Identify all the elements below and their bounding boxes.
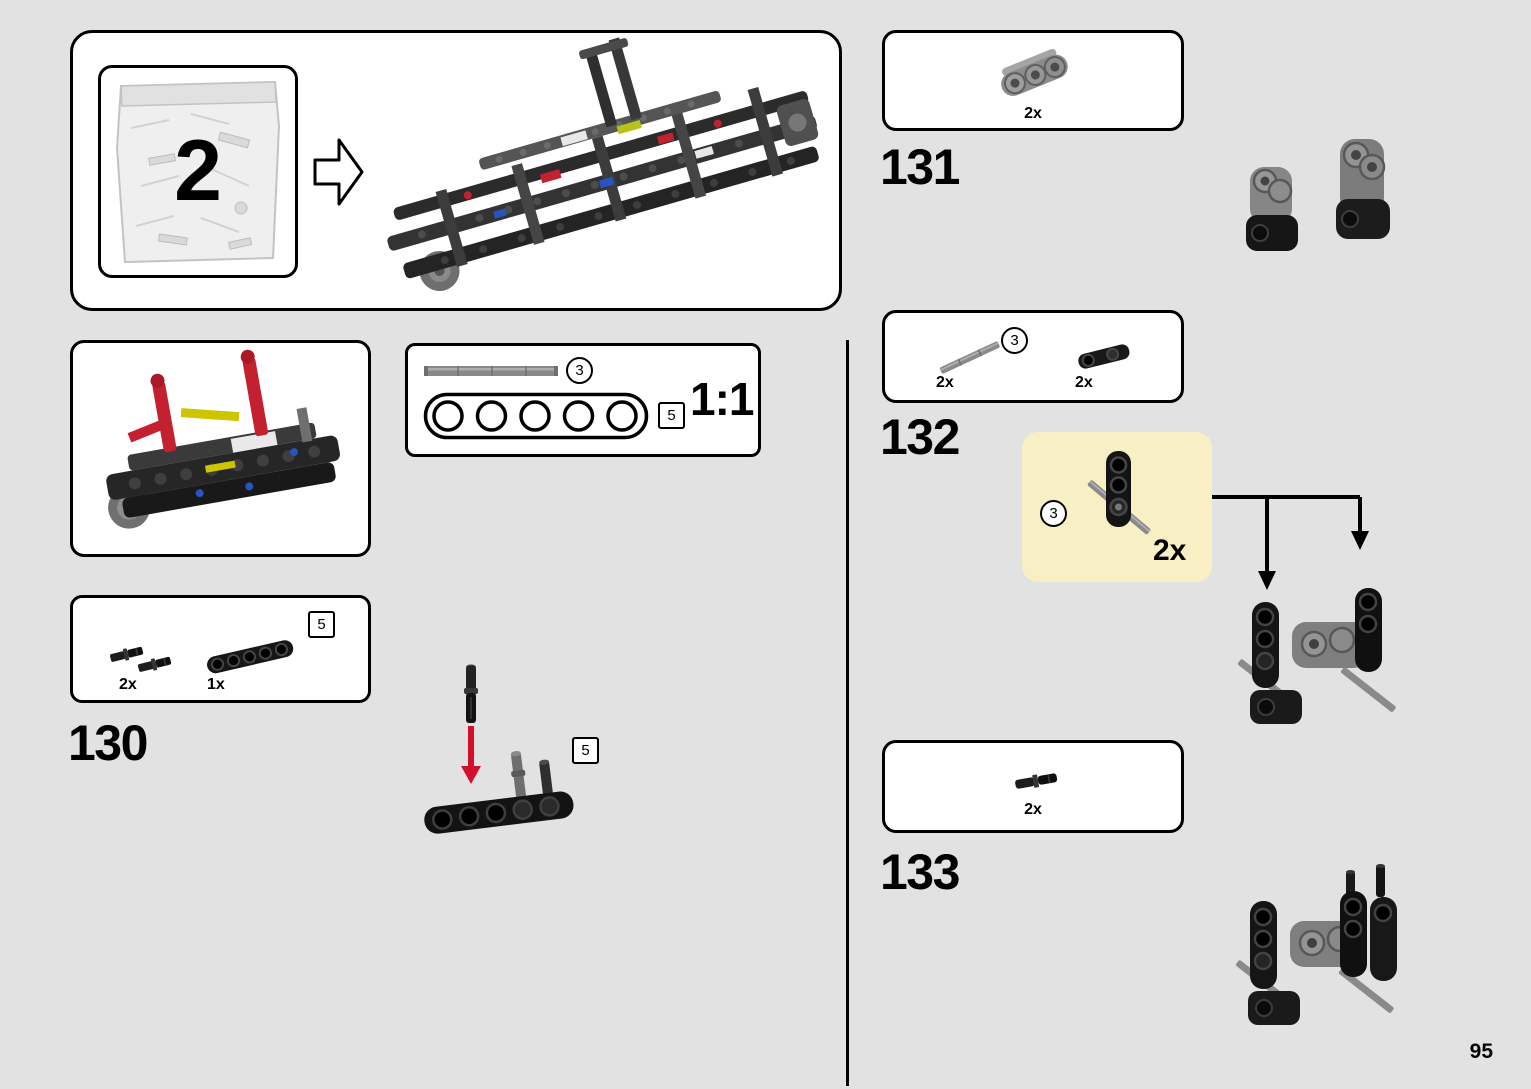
bag-number: 2 (174, 123, 222, 219)
step-132-axle-callout: 3 (1001, 327, 1028, 354)
page-number: 95 (1469, 1040, 1493, 1063)
beam-1to1-image (423, 392, 649, 440)
step-131-number: 131 (880, 139, 960, 195)
step-132-axle-callout-number: 3 (1010, 332, 1019, 349)
progress-arrow-icon (313, 138, 364, 206)
step-133-number: 133 (880, 844, 960, 900)
beam-callout-number: 5 (667, 407, 676, 424)
step-130-part1-qty: 2x (119, 676, 137, 693)
beam-5-black-image (207, 640, 294, 674)
chassis-model-image (387, 37, 819, 291)
column-divider (846, 340, 849, 1086)
step-133-assembly-image (1235, 864, 1397, 1025)
step-130-assembly-callout: 5 (572, 737, 599, 764)
scale-ratio-label: 1:1 (690, 373, 754, 425)
step-133-part1-qty: 2x (1024, 801, 1042, 818)
step-132-part1-qty: 2x (936, 374, 954, 391)
step-130-parts-callout: 5 (308, 611, 335, 638)
branch-arrows-icon (1212, 495, 1369, 590)
parts-bag-icon (115, 80, 281, 264)
cross-block-image (1078, 344, 1130, 369)
pin-pair-image (109, 646, 172, 672)
step-131-assembly-image (1246, 139, 1390, 251)
beam-callout: 5 (658, 402, 685, 429)
bag-box: 2 (98, 65, 298, 278)
inset-callout: 3 (1040, 500, 1067, 527)
pin-vertical-image (464, 664, 478, 723)
step-132-subassembly-inset: 3 2x (1022, 432, 1212, 582)
step-132-part2-qty: 2x (1075, 374, 1093, 391)
submodel-preview-image (106, 349, 340, 529)
step-130-number: 130 (68, 715, 148, 771)
inset-callout-number: 3 (1049, 505, 1058, 522)
pin-connector-3l-image (1001, 48, 1068, 96)
step-130-parts-callout-number: 5 (317, 616, 326, 633)
insertion-arrow-icon (461, 726, 481, 784)
beam-assembly-image (424, 751, 574, 834)
submodel-preview-panel (70, 340, 371, 557)
bag-overview-panel: 2 (70, 30, 842, 311)
step-132-number: 132 (880, 409, 960, 465)
axle-3-image (939, 341, 1000, 374)
step-130-part2-qty: 1x (207, 676, 225, 693)
step-132-assembly-image (1237, 588, 1396, 724)
pin-black-image (1015, 773, 1058, 789)
axle-callout: 3 (566, 357, 593, 384)
inset-qty: 2x (1153, 534, 1187, 567)
axle-callout-number: 3 (575, 362, 584, 379)
step-133-parts-box: 2x (882, 740, 1184, 833)
step-131-parts-box: 2x (882, 30, 1184, 131)
step-130-assembly-callout-number: 5 (581, 742, 590, 759)
step-130-parts-box: 5 2x (70, 595, 371, 703)
scale-1to1-panel: 3 5 1:1 (405, 343, 761, 457)
step-132-parts-box: 3 2x 2x (882, 310, 1184, 403)
axle-1to1-image (424, 366, 558, 376)
step-131-part1-qty: 2x (1024, 105, 1042, 122)
inset-part-image (1087, 451, 1151, 535)
